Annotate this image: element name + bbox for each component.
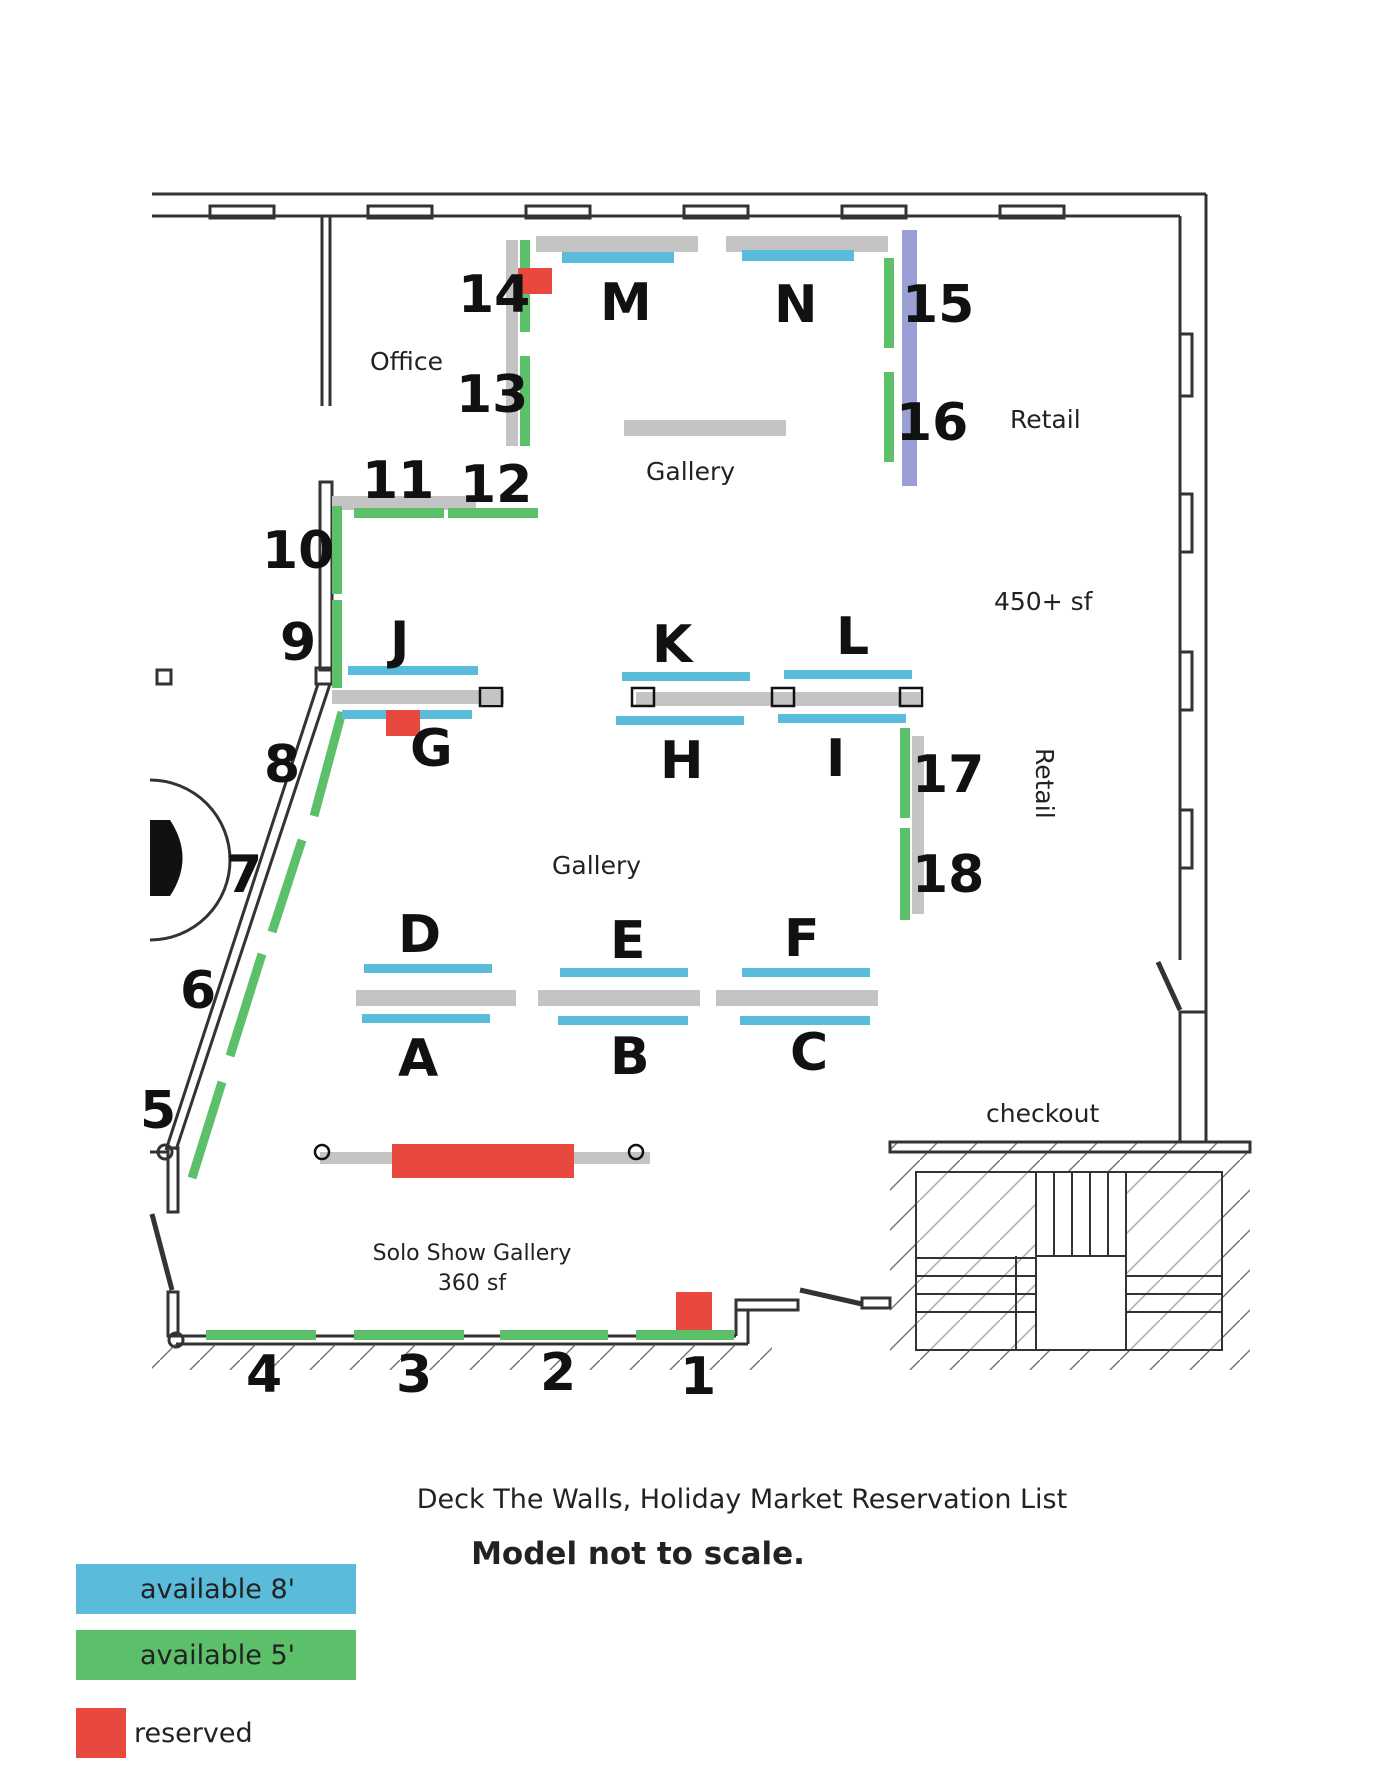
- label-9: 9: [280, 613, 316, 673]
- label-H: H: [660, 731, 704, 791]
- spot-B-bar[interactable]: [558, 1016, 688, 1025]
- spot-D-bar[interactable]: [364, 964, 492, 973]
- spot-9-bar[interactable]: [332, 600, 342, 688]
- spot-1-bar[interactable]: [636, 1330, 734, 1340]
- label-17: 17: [912, 745, 984, 805]
- reserved-solo-wall: [392, 1144, 574, 1178]
- legend-swatch-reserved: [76, 1708, 126, 1758]
- room-retail-upper: Retail: [1010, 405, 1081, 434]
- legend-swatch-available-5: [76, 1630, 356, 1680]
- round-feature: [150, 820, 183, 896]
- label-G: G: [410, 719, 453, 779]
- spot-3-bar[interactable]: [354, 1330, 464, 1340]
- room-gallery-main: Gallery: [552, 851, 641, 880]
- legend-label-available-5: available 5': [140, 1640, 296, 1671]
- reserved-G: [386, 710, 420, 736]
- label-14: 14: [458, 265, 530, 325]
- label-10: 10: [262, 521, 334, 581]
- spot-A-bar[interactable]: [362, 1014, 490, 1023]
- label-6: 6: [180, 961, 216, 1021]
- room-retail-side: Retail: [1030, 748, 1059, 819]
- reserved-14: [518, 268, 552, 294]
- legend-label-available-8: available 8': [140, 1574, 296, 1605]
- spot-18-bar[interactable]: [900, 828, 910, 920]
- label-J: J: [387, 611, 409, 671]
- spot-6-bar[interactable]: [225, 952, 267, 1058]
- label-2: 2: [540, 1343, 576, 1403]
- spot-15-16-wall: [902, 230, 917, 486]
- spot-L-bar[interactable]: [784, 670, 912, 679]
- room-labels: Office Gallery Retail 450+ sf Retail Gal…: [370, 347, 1099, 1296]
- label-I: I: [826, 729, 845, 789]
- spot-M-bar[interactable]: [562, 252, 674, 263]
- room-solo-show-area: 360 sf: [438, 1271, 507, 1296]
- spot-12-bar[interactable]: [448, 508, 538, 518]
- spot-11-bar[interactable]: [354, 508, 444, 518]
- label-F: F: [784, 909, 820, 969]
- label-3: 3: [396, 1345, 432, 1405]
- spot-15-bar[interactable]: [884, 258, 894, 348]
- label-16: 16: [896, 393, 968, 453]
- spot-C-bar[interactable]: [740, 1016, 870, 1025]
- label-18: 18: [912, 845, 984, 905]
- label-7: 7: [226, 845, 262, 905]
- label-K: K: [652, 615, 694, 675]
- label-1: 1: [680, 1347, 716, 1407]
- legend-label-reserved: reserved: [134, 1718, 253, 1749]
- label-12: 12: [460, 455, 532, 515]
- label-A: A: [398, 1029, 438, 1089]
- label-5: 5: [140, 1081, 176, 1141]
- label-B: B: [610, 1027, 650, 1087]
- spot-13-bar[interactable]: [520, 356, 530, 446]
- label-C: C: [790, 1023, 828, 1083]
- spot-F-bar[interactable]: [742, 968, 870, 977]
- label-15: 15: [902, 275, 974, 335]
- spot-16-bar[interactable]: [884, 372, 894, 462]
- label-11: 11: [362, 451, 434, 511]
- room-solo-show: Solo Show Gallery: [373, 1241, 572, 1266]
- room-office: Office: [370, 347, 443, 376]
- available-5-spots[interactable]: [187, 240, 910, 1340]
- spot-N-bar[interactable]: [742, 250, 854, 261]
- label-L: L: [836, 607, 869, 667]
- caption-note: Model not to scale.: [471, 1536, 805, 1572]
- spot-10-bar[interactable]: [332, 506, 342, 594]
- label-4: 4: [246, 1345, 282, 1405]
- spot-7-bar[interactable]: [267, 838, 307, 934]
- label-E: E: [610, 911, 646, 971]
- label-13: 13: [456, 365, 528, 425]
- spot-2-bar[interactable]: [500, 1330, 608, 1340]
- spot-H-bar[interactable]: [616, 716, 744, 725]
- room-checkout: checkout: [986, 1099, 1099, 1128]
- label-N: N: [774, 275, 818, 335]
- spot-E-bar[interactable]: [560, 968, 688, 977]
- legend-swatch-available-8: [76, 1564, 356, 1614]
- spot-4-bar[interactable]: [206, 1330, 316, 1340]
- spot-17-bar[interactable]: [900, 728, 910, 818]
- stair-region: [152, 1140, 1252, 1370]
- label-D: D: [398, 905, 441, 965]
- spot-K-bar[interactable]: [622, 672, 750, 681]
- spot-5-bar[interactable]: [187, 1080, 227, 1180]
- spot-labels: 14 M N 15 13 16 11 12 10 9 J K L G H I 1…: [140, 265, 984, 1407]
- pillars: [313, 686, 924, 1161]
- spot-J-bar[interactable]: [348, 666, 478, 675]
- label-8: 8: [264, 735, 300, 795]
- room-gallery-upper: Gallery: [646, 457, 735, 486]
- reserved-1: [676, 1292, 712, 1330]
- label-M: M: [600, 273, 652, 333]
- caption-title: Deck The Walls, Holiday Market Reservati…: [416, 1484, 1068, 1515]
- spot-8-bar[interactable]: [309, 710, 347, 818]
- reserved-spots: [386, 268, 712, 1330]
- room-area-retail: 450+ sf: [994, 587, 1094, 616]
- spot-I-bar[interactable]: [778, 714, 906, 723]
